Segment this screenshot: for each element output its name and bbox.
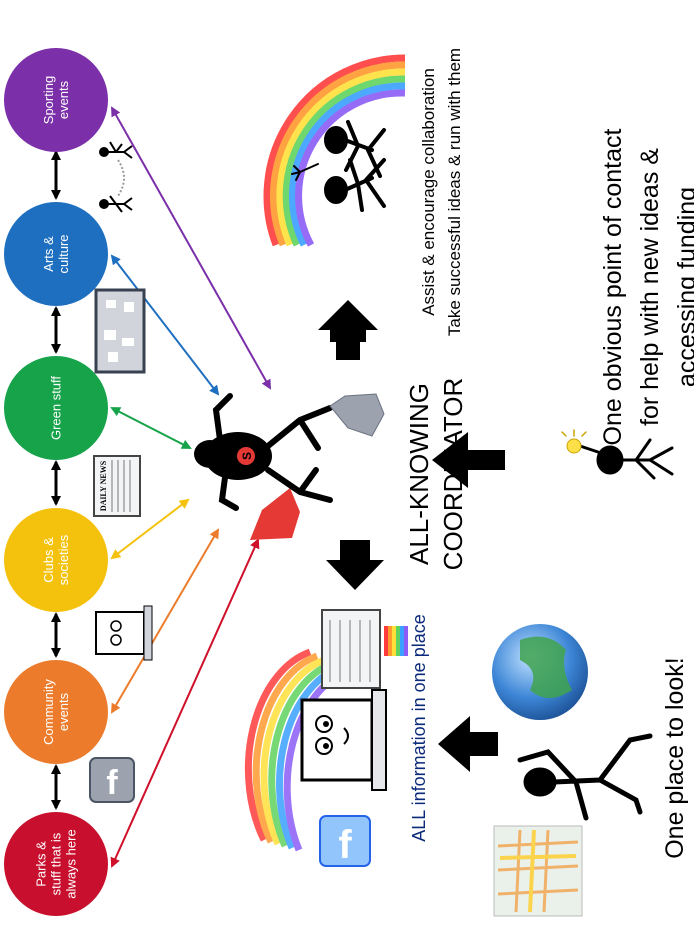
right-text-line3: accessing funding	[673, 186, 694, 388]
category-arts-label: Arts & culture	[41, 208, 71, 300]
coordinator-line1: ALL-KNOWING	[404, 382, 434, 566]
category-parks: Parks & stuff that is always here	[4, 812, 108, 916]
category-parks-line2: stuff that is	[48, 832, 64, 896]
top-rainbow	[263, 54, 406, 247]
category-parks-label: Parks & stuff that is always here	[34, 818, 79, 910]
arrow-up-icon	[318, 300, 378, 342]
link-sporting	[111, 106, 271, 390]
coordinator-line2: COORDINATOR	[438, 377, 468, 571]
category-clubs-line2: societies	[56, 534, 71, 586]
svg-text:f: f	[338, 823, 352, 867]
facebook-icon: f	[89, 757, 135, 803]
category-parks-line3: always here	[63, 829, 79, 899]
category-sporting-line1: Sporting	[41, 75, 56, 125]
top-text-line2: Take successful ideas & run with them	[445, 47, 464, 337]
category-arts: Arts & culture	[4, 202, 108, 306]
category-clubs-line1: Clubs &	[41, 537, 56, 583]
category-clubs-label: Clubs & societies	[41, 514, 71, 606]
whiteboard-icon	[94, 288, 146, 374]
collaboration-figures-icon	[291, 120, 386, 212]
category-arts-line2: culture	[56, 234, 71, 274]
newspaper-icon: DAILY NEWS	[93, 455, 141, 517]
category-community: Community events	[4, 660, 108, 764]
category-clubs: Clubs & societies	[4, 508, 108, 612]
category-arts-line1: Arts &	[41, 236, 56, 272]
arrow-down-icon	[326, 540, 384, 590]
svg-text:f: f	[106, 764, 118, 802]
category-community-label: Community events	[41, 666, 71, 758]
coordinator-title: ALL-KNOWING COORDINATOR	[402, 354, 474, 594]
arrow-left-bottom-icon	[438, 716, 498, 772]
category-parks-line1: Parks &	[33, 841, 49, 887]
bottom-text-line: ALL information in one place	[409, 614, 429, 842]
right-text: One obvious point of contact for help wi…	[595, 67, 694, 507]
link-green	[110, 407, 192, 449]
bottom-right-text-line: One place to look!	[661, 657, 689, 859]
category-sporting-line2: events	[56, 80, 71, 120]
right-text-line2: for help with new ideas &	[636, 148, 664, 426]
newspaper-large-icon	[321, 609, 381, 689]
category-green-line1: Green stuff	[48, 375, 64, 441]
link-parks	[110, 538, 260, 868]
link-arts	[110, 254, 220, 396]
category-sporting-label: Sporting events	[41, 54, 71, 146]
lightbulb-figure-icon	[561, 429, 674, 480]
laptop-icon	[95, 605, 153, 661]
category-community-line2: events	[56, 692, 71, 732]
bottom-right-text: One place to look!	[657, 623, 693, 893]
category-community-line1: Community	[41, 679, 56, 745]
facebook-large-icon: f	[319, 815, 371, 867]
small-rainbow	[384, 626, 408, 656]
category-sporting: Sporting events	[4, 48, 108, 152]
right-text-line1: One obvious point of contact	[599, 128, 627, 446]
coordinator-figure-icon: S	[194, 393, 385, 540]
sport-figures-icon	[99, 141, 133, 213]
category-green-label: Green stuff	[49, 362, 64, 454]
category-green: Green stuff	[4, 356, 108, 460]
map-icon	[493, 825, 583, 917]
arrow-left-icon	[432, 432, 505, 488]
searching-figure-icon	[517, 733, 653, 821]
globe-icon	[492, 624, 588, 720]
newspaper-label: DAILY NEWS	[99, 460, 108, 511]
laptop-character-icon	[300, 689, 387, 791]
coordinator-links	[110, 106, 271, 868]
top-text-line1: Assist & encourage collaboration	[419, 68, 438, 316]
top-text: Assist & encourage collaboration Take su…	[416, 0, 472, 392]
bottom-text: ALL information in one place	[406, 591, 432, 865]
coordinator-badge: S	[240, 452, 254, 460]
